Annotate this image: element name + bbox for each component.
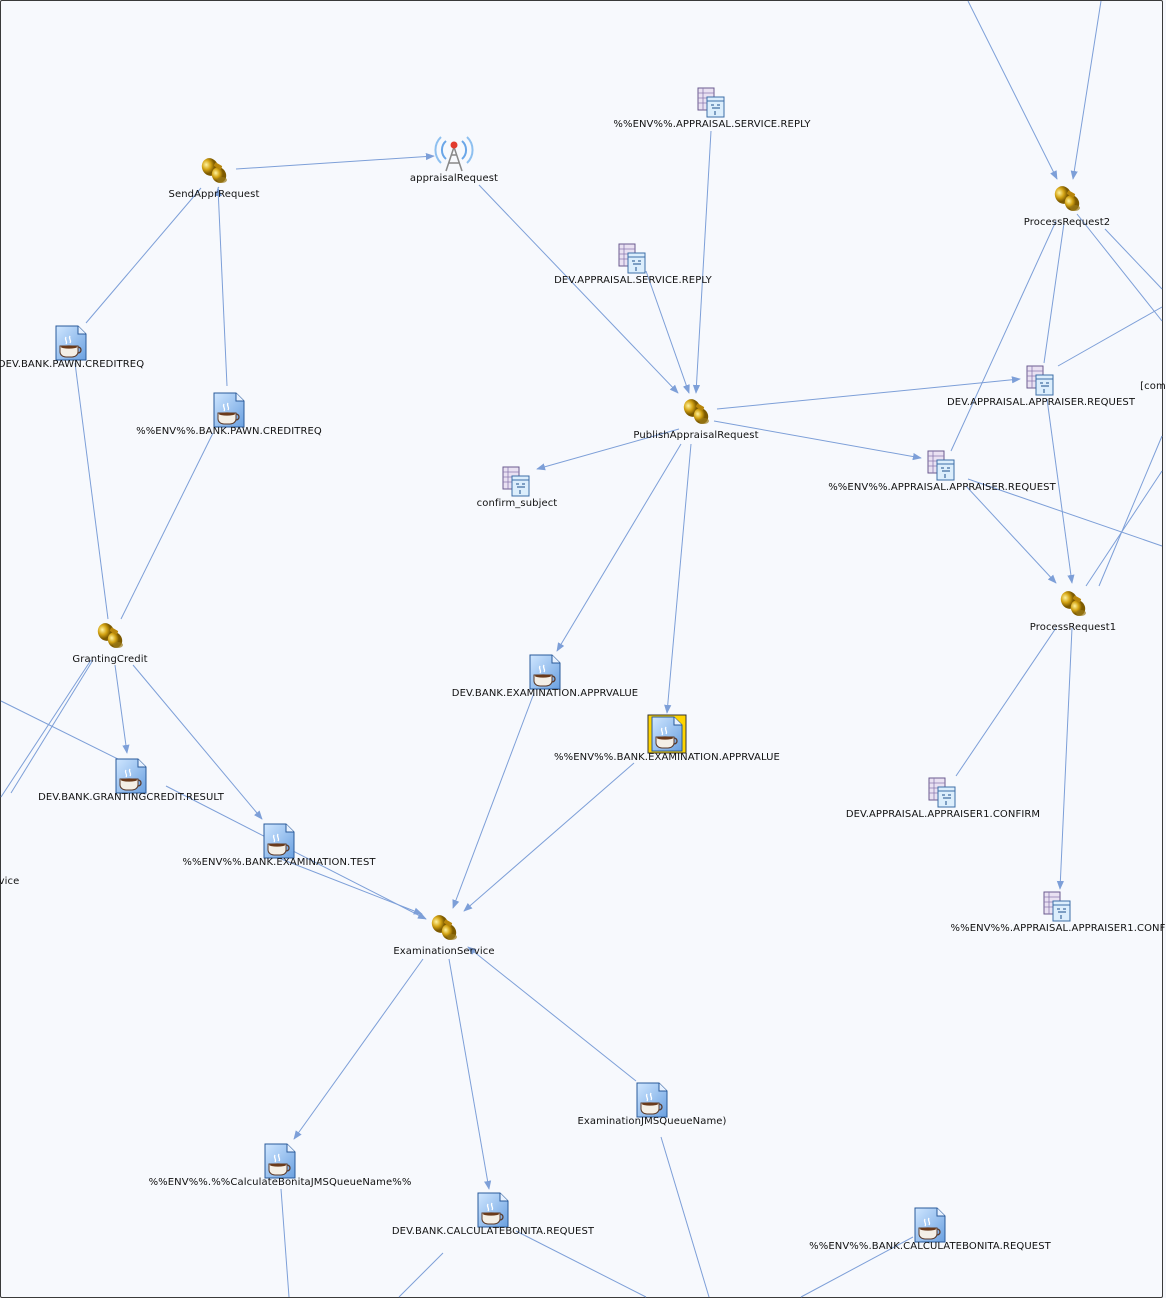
- edge: [556, 443, 682, 652]
- edge: [955, 627, 1057, 777]
- edge: [950, 220, 1057, 452]
- edge: [660, 1136, 710, 1298]
- edge: [645, 270, 690, 394]
- node-label: ProcessRequest1: [1029, 622, 1117, 633]
- node-label: DEV.BANK.GRANTINGCREDIT.RESULT: [38, 792, 224, 803]
- node-label: %%ENV%%.APPRAISAL.SERVICE.REPLY: [613, 119, 811, 130]
- edge: [536, 428, 680, 471]
- node-label: appraisalRequest: [409, 173, 499, 184]
- edge: [515, 1230, 647, 1298]
- edge: [217, 186, 220, 189]
- node-label: PublishAppraisalRequest: [633, 430, 759, 441]
- edge: [0, 700, 133, 767]
- edge: [448, 958, 492, 1190]
- node-label: DEV.APPRAISAL.SERVICE.REPLY: [554, 275, 712, 286]
- edge: [214, 187, 228, 387]
- edge: [114, 664, 130, 754]
- node-label: DEV.APPRAISAL.APPRAISER.REQUEST: [946, 397, 1136, 408]
- node-label: confirm_subject: [476, 498, 558, 509]
- edge: [463, 762, 635, 912]
- edge: [800, 1236, 914, 1298]
- edge: [235, 152, 435, 170]
- node-label: vice: [0, 876, 20, 887]
- node-label: DEV.BANK.CALCULATEBONITA.REQUEST: [391, 1226, 595, 1237]
- edge: [1104, 228, 1163, 290]
- edge: [293, 958, 424, 1140]
- edge: [1043, 222, 1065, 364]
- node-label: %%ENV%%.%%CalculateBonitaJMSQueueName%%: [148, 1177, 412, 1188]
- edge: [0, 659, 92, 798]
- edge: [1057, 306, 1163, 367]
- edge: [692, 130, 712, 394]
- node-label: %%ENV%%.APPRAISAL.APPRAISER1.CONF: [950, 923, 1166, 934]
- edge: [1085, 470, 1163, 587]
- node-label: %%ENV%%.BANK.PAWN.CREDITREQ: [136, 426, 322, 437]
- node-label: ExaminationJMSQueueName): [577, 1116, 727, 1127]
- edge: [85, 187, 202, 324]
- edge: [74, 362, 109, 620]
- edge: [664, 443, 692, 714]
- edge: [132, 664, 263, 820]
- edge: [1056, 627, 1073, 890]
- edge: [965, 485, 1057, 584]
- node-label: %%ENV%%.APPRAISAL.APPRAISER.REQUEST: [828, 482, 1056, 493]
- edge: [713, 420, 922, 461]
- edge: [280, 1188, 290, 1298]
- edge: [1076, 213, 1163, 322]
- node-label: %%ENV%%.BANK.EXAMINATION.APPRVALUE: [554, 752, 780, 763]
- edge: [716, 376, 1021, 410]
- edge: [1098, 435, 1163, 587]
- edge: [275, 856, 423, 915]
- edge: [967, 0, 1058, 180]
- node-label: DEV.APPRAISAL.APPRAISER1.CONFIRM: [845, 809, 1041, 820]
- edge: [452, 692, 535, 909]
- edge: [165, 785, 427, 920]
- node-label: GrantingCredit: [72, 654, 148, 665]
- edge: [967, 478, 1163, 547]
- edge: [398, 1252, 444, 1298]
- edge: [478, 184, 679, 394]
- node-label: %%ENV%%.BANK.EXAMINATION.TEST: [182, 857, 376, 868]
- node-label: ProcessRequest2: [1023, 217, 1111, 228]
- node-label: SendApprRequest: [168, 189, 260, 200]
- node-label: [com: [1140, 381, 1166, 392]
- edge: [1046, 398, 1075, 584]
- node-label: DEV.BANK.PAWN.CREDITREQ: [0, 359, 145, 370]
- edge: [1070, 0, 1102, 180]
- edge: [120, 432, 214, 620]
- edge: [467, 946, 637, 1082]
- node-label: DEV.BANK.EXAMINATION.APPRVALUE: [451, 688, 639, 699]
- node-label: ExaminationService: [393, 946, 495, 957]
- node-label: %%ENV%%.BANK.CALCULATEBONITA.REQUEST: [809, 1241, 1051, 1252]
